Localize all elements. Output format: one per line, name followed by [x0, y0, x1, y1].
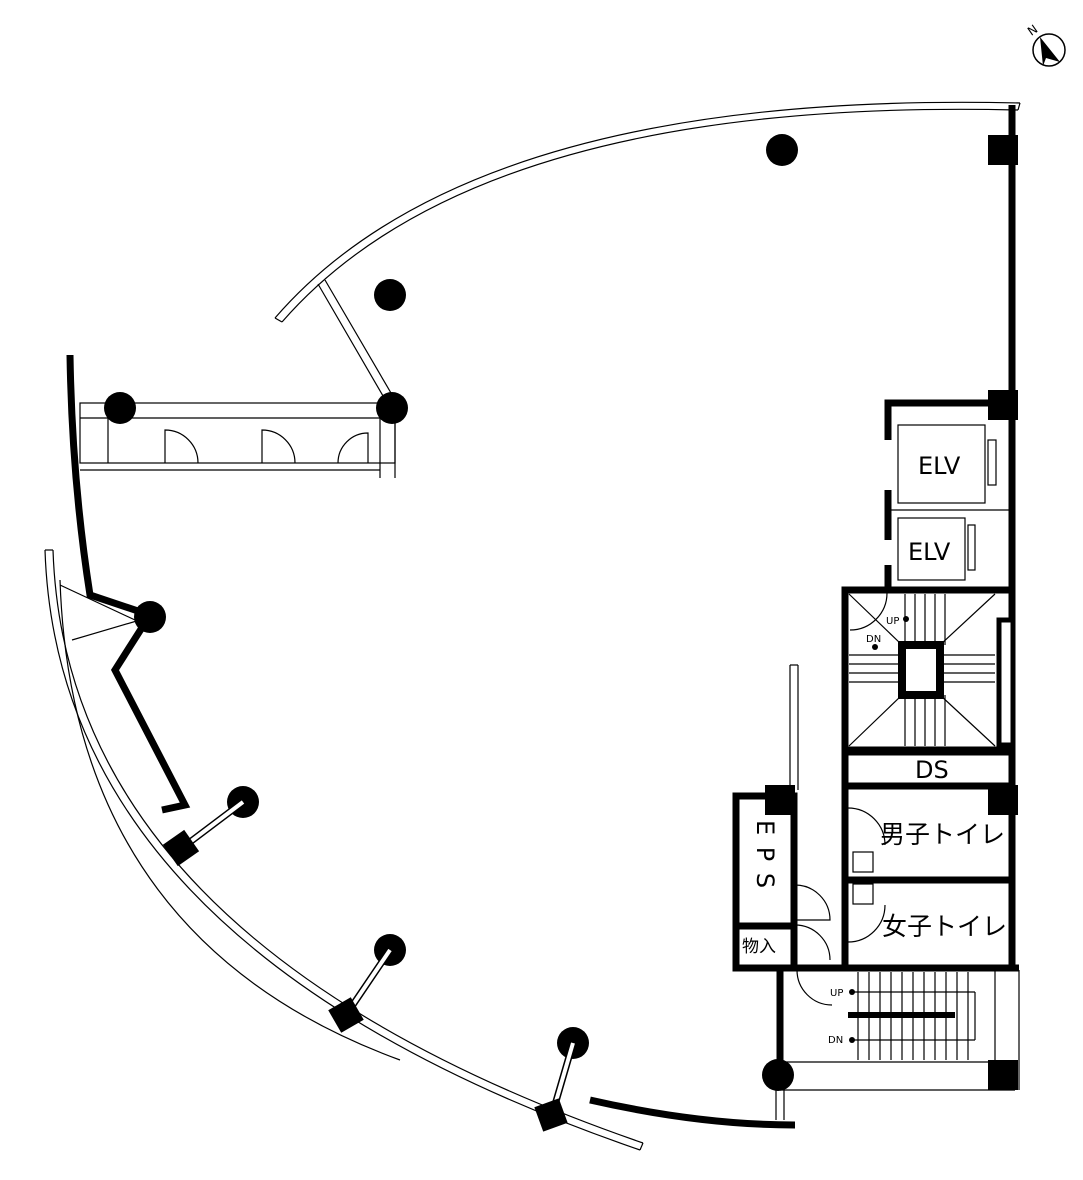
- elevator-cars: [888, 424, 1012, 581]
- womens-toilet-label: 女子トイレ: [882, 912, 1007, 941]
- elevator-2-label: ELV: [908, 538, 951, 566]
- curtain-wall-west: [44, 549, 644, 1151]
- structural-walls: [66, 105, 1020, 1129]
- stair-south-down-label: DN: [828, 1035, 843, 1046]
- sink-icon: [852, 851, 874, 905]
- mens-toilet-label: 男子トイレ: [880, 820, 1005, 849]
- stair-tread: [939, 694, 996, 747]
- eps-label: E P S: [751, 820, 779, 890]
- stair-south-up-label: UP: [830, 988, 843, 999]
- duct-space-label: DS: [915, 756, 949, 784]
- stair-tread: [848, 593, 903, 646]
- stair-tread: [939, 593, 996, 646]
- north-compass-icon: N: [1025, 22, 1066, 67]
- stair-north-down-label: DN: [866, 634, 881, 645]
- stair-north: [848, 593, 996, 747]
- stair-south: [852, 972, 976, 1060]
- storage-label: 物入: [742, 937, 776, 957]
- stair-north-up-label: UP: [886, 616, 899, 627]
- door-swings: [164, 429, 888, 1006]
- partition-walls: [59, 279, 799, 790]
- columns: [104, 134, 1018, 1132]
- north-label: N: [1025, 22, 1040, 39]
- stair-tread: [848, 694, 903, 747]
- curtain-wall-north: [274, 101, 1021, 323]
- elevator-1-label: ELV: [918, 452, 961, 480]
